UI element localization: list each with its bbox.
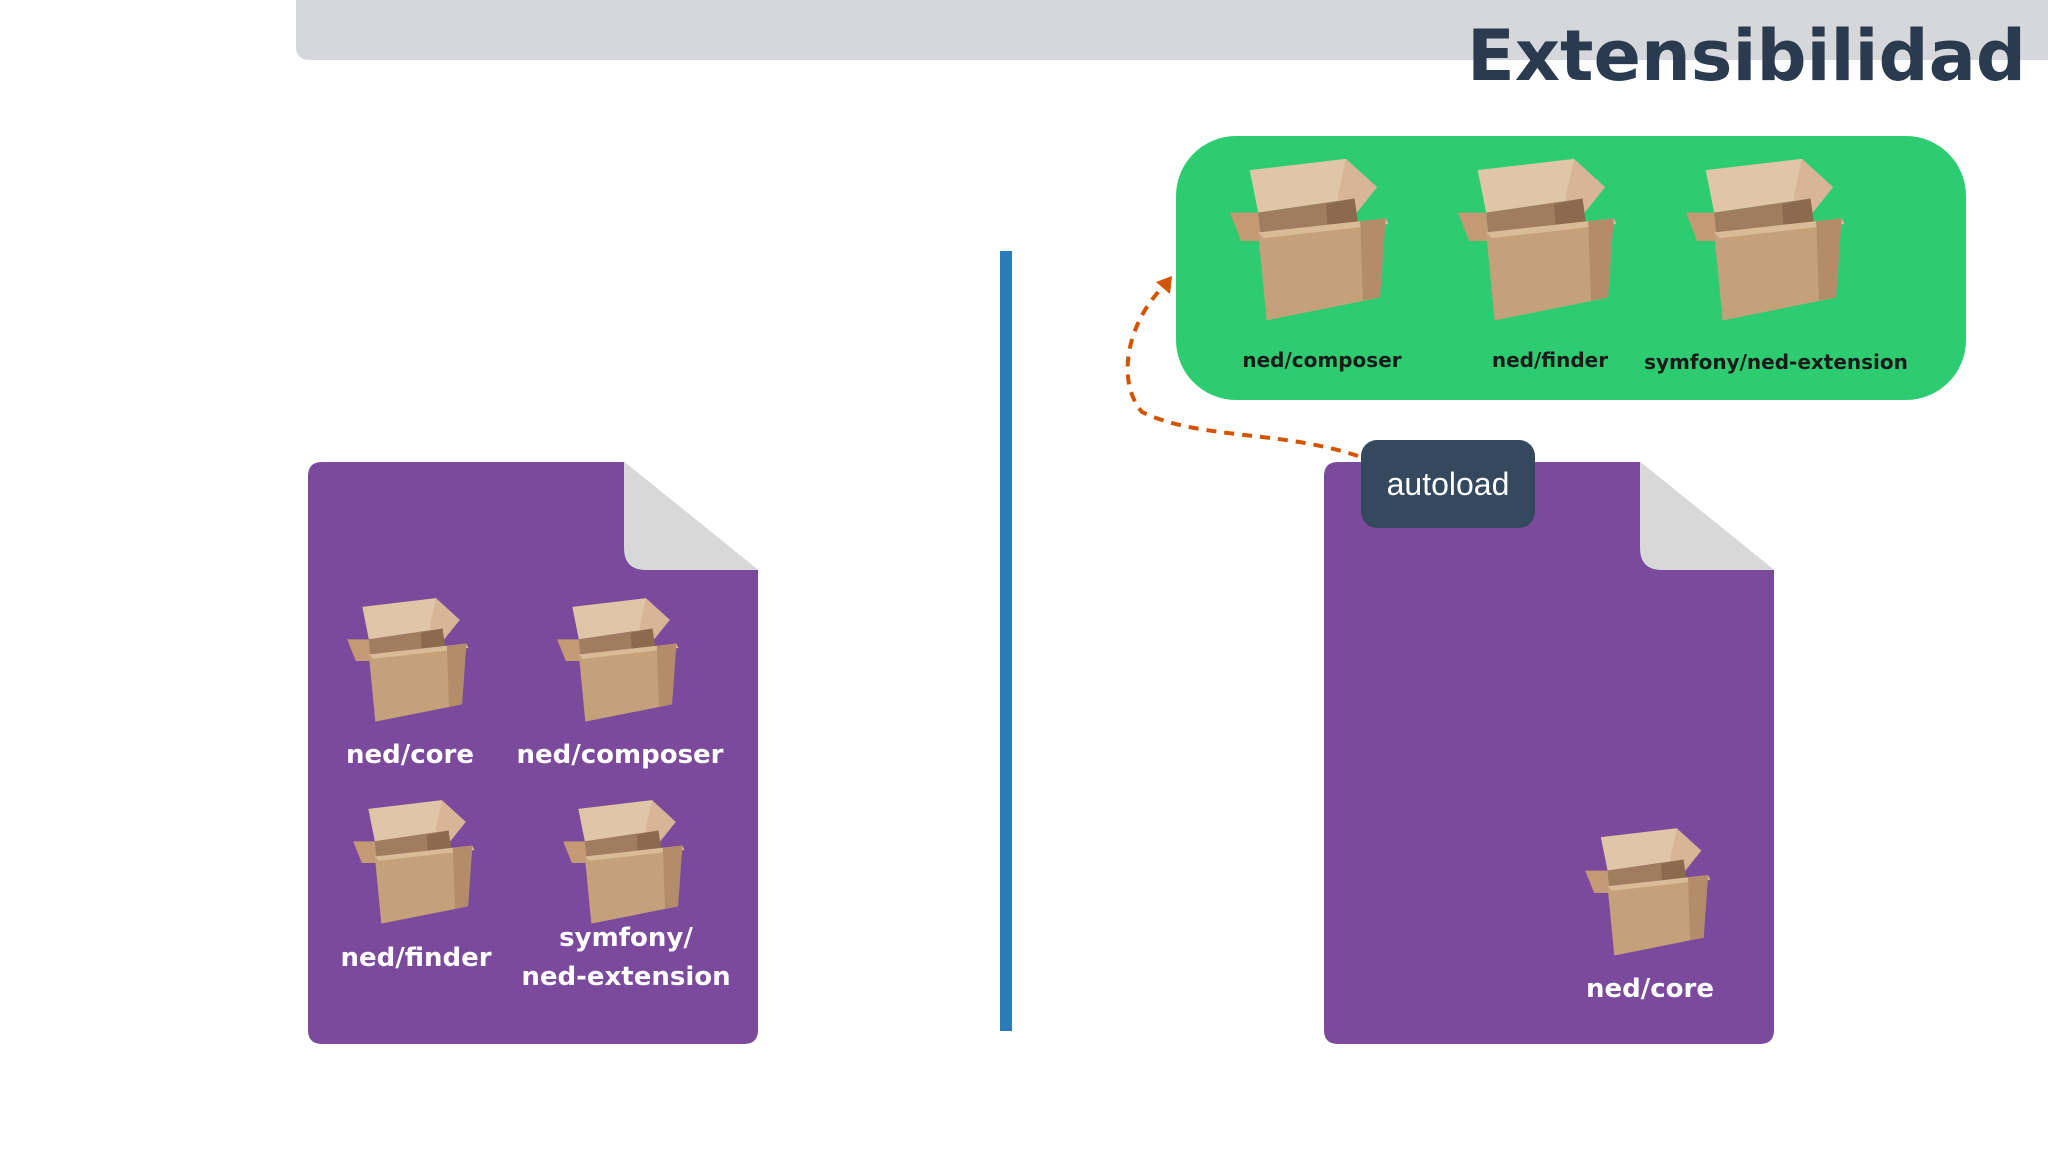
package-ned-finder: [336, 798, 496, 928]
package-ned-composer: [540, 596, 700, 726]
dashed-curved-arrow-icon: [1125, 276, 1359, 458]
open-cardboard-box-icon: [336, 798, 496, 928]
external-package-symfony-ned-extension: [1668, 156, 1868, 326]
open-cardboard-box-icon: [540, 596, 700, 726]
vertical-divider: [1000, 251, 1012, 1031]
package-ned-core-right: [1570, 826, 1730, 960]
open-cardboard-box-icon: [330, 596, 490, 726]
open-cardboard-box-icon: [1668, 156, 1868, 326]
package-label: ned/finder: [340, 943, 492, 973]
open-cardboard-box-icon: [1570, 826, 1730, 960]
package-label-line1: symfony/: [559, 923, 693, 953]
package-label: ned/core: [1586, 974, 1714, 1004]
slide-title: Extensibilidad: [1467, 15, 2026, 97]
package-symfony-ned-extension: [546, 798, 706, 928]
autoload-badge: autoload: [1361, 440, 1535, 528]
package-label: ned/composer: [516, 740, 724, 770]
external-package-label: ned/composer: [1242, 348, 1402, 372]
header-bar: [296, 0, 2048, 60]
external-package-ned-finder: [1440, 156, 1640, 326]
package-ned-core: [330, 596, 490, 726]
open-cardboard-box-icon: [546, 798, 706, 928]
package-label-line2: ned-extension: [521, 962, 731, 992]
external-package-label: ned/finder: [1491, 348, 1609, 372]
package-label: ned/core: [346, 740, 474, 770]
external-package-label: symfony/ned-extension: [1644, 350, 1908, 374]
open-cardboard-box-icon: [1440, 156, 1640, 326]
